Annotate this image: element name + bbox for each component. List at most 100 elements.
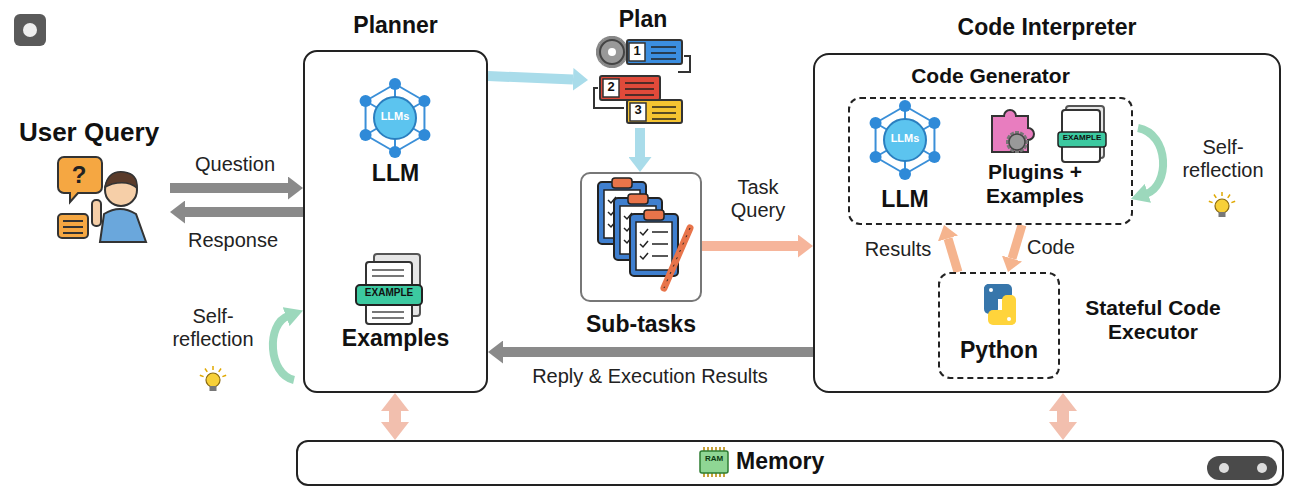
node-heading: Plan	[588, 6, 698, 32]
flow-arrow	[702, 241, 798, 251]
idea-bulb-part	[205, 369, 207, 372]
llm-icon-part	[899, 100, 911, 112]
llm-icon-part	[928, 117, 940, 129]
flow-arrow	[635, 128, 645, 157]
user-icon	[58, 157, 146, 242]
plan-icon-part	[600, 76, 660, 100]
idea-bulb-part	[206, 373, 220, 387]
icon-caption: LLMs	[370, 111, 420, 122]
plan-icon-part	[603, 79, 619, 97]
plugin-icon	[992, 106, 1106, 162]
edge-label: Question	[170, 153, 300, 176]
idea-bulb-part	[200, 375, 204, 376]
idea-bulb-part	[1231, 201, 1235, 202]
plan-icon-part	[625, 82, 654, 84]
llm-icon-part	[360, 129, 372, 141]
python-logo-part	[989, 288, 993, 292]
icon-caption: EXAMPLE	[1058, 134, 1106, 142]
plugin-icon-part	[1006, 135, 1027, 149]
python-logo	[984, 284, 1016, 325]
node-heading: Code Generator	[848, 64, 1133, 88]
flow-arrow	[503, 347, 813, 357]
node-heading: Code Interpreter	[813, 14, 1281, 40]
annotation-label: ?	[62, 161, 96, 189]
idea-bulb-part	[212, 366, 214, 370]
generator-box: Code GeneratorLLMPlugins + Examples	[848, 97, 1133, 225]
llm-icon-part	[360, 95, 372, 107]
llm-icon-part	[928, 151, 940, 163]
user-icon-part	[63, 232, 83, 234]
example-document-icon-part	[372, 311, 404, 313]
node-heading: Planner	[303, 12, 488, 38]
node-heading: Sub-tasks	[560, 311, 722, 337]
node-heading: User Query	[8, 118, 170, 148]
python-logo-part	[984, 284, 998, 314]
flow-arrow	[185, 207, 303, 217]
user-icon-part	[92, 200, 101, 226]
user-icon-part	[58, 214, 88, 238]
reflection-loop	[273, 316, 294, 380]
corner-icon-part	[23, 23, 37, 37]
plan-icon-part	[629, 43, 645, 61]
user-icon-part	[63, 220, 83, 222]
flow-arrow	[1012, 225, 1022, 259]
clipboard-icon-part	[644, 210, 664, 220]
plan-icon-part	[599, 39, 626, 66]
idea-bulb-part	[1219, 212, 1226, 217]
icon-caption: 3	[630, 103, 646, 116]
plan-icon-part	[678, 56, 690, 72]
executor-box: PythonStateful Code Executor	[938, 272, 1060, 379]
python-logo-part	[1002, 295, 1016, 325]
clipboard-icon-part	[652, 231, 668, 233]
plan-icon-part	[625, 94, 654, 96]
corner-icon-part	[14, 14, 46, 46]
toolbar-pill-part	[1207, 456, 1277, 480]
llm-icon-part	[389, 146, 401, 158]
plan-icon-part	[599, 39, 626, 66]
idea-bulb-part	[222, 375, 226, 376]
llm-icon	[360, 78, 431, 158]
plan-icon-part	[608, 48, 616, 56]
plugin-icon-part	[1006, 135, 1027, 149]
idea-bulb-part	[1214, 195, 1216, 198]
llm-icon-part	[389, 78, 401, 90]
user-icon-part	[100, 209, 146, 242]
clipboard-icon-part	[636, 222, 672, 270]
example-document-icon	[356, 254, 422, 324]
python-logo-part	[1007, 317, 1011, 321]
reflection-loop-part	[1138, 128, 1163, 194]
plugin-icon-part	[1058, 132, 1106, 147]
toolbar-pill-part	[1257, 463, 1267, 473]
user-icon-part	[58, 157, 102, 202]
reflection-loop-part	[273, 316, 294, 380]
toolbar-pill-part	[1219, 463, 1229, 473]
node-text: Examples	[303, 325, 488, 351]
idea-bulb-part	[1228, 195, 1230, 198]
memory-bar: Memory	[296, 440, 1284, 486]
icon-caption: 1	[629, 44, 645, 57]
annotation-label: Self-reflection	[1168, 136, 1278, 182]
plan-icon-part	[652, 118, 676, 120]
node-text: LLM	[858, 186, 952, 212]
plan-icon-part	[651, 52, 676, 54]
node-text: Plugins + Examples	[965, 160, 1105, 208]
flow-arrow	[389, 411, 401, 422]
plan-icon-part	[627, 100, 682, 123]
idea-bulb-part	[210, 386, 217, 391]
llm-icon-part	[870, 117, 882, 129]
node-heading: Memory	[736, 448, 866, 474]
icon-caption: EXAMPLE	[356, 288, 422, 298]
example-document-icon-part	[372, 275, 404, 277]
corner-icon	[14, 14, 46, 46]
clipboard-icon-part	[640, 253, 648, 259]
ram-chip	[700, 447, 728, 477]
actor: User Query	[8, 118, 170, 243]
icon-caption: LLMs	[880, 133, 930, 144]
idea-bulb-part	[1215, 199, 1229, 213]
clipboard-icon	[598, 178, 690, 288]
llm-icon-part	[870, 151, 882, 163]
edge-label: Task Query	[712, 176, 804, 222]
plan-icon-part	[651, 58, 676, 60]
flow-arrow	[1057, 411, 1069, 422]
plan-icon-part	[651, 46, 676, 48]
